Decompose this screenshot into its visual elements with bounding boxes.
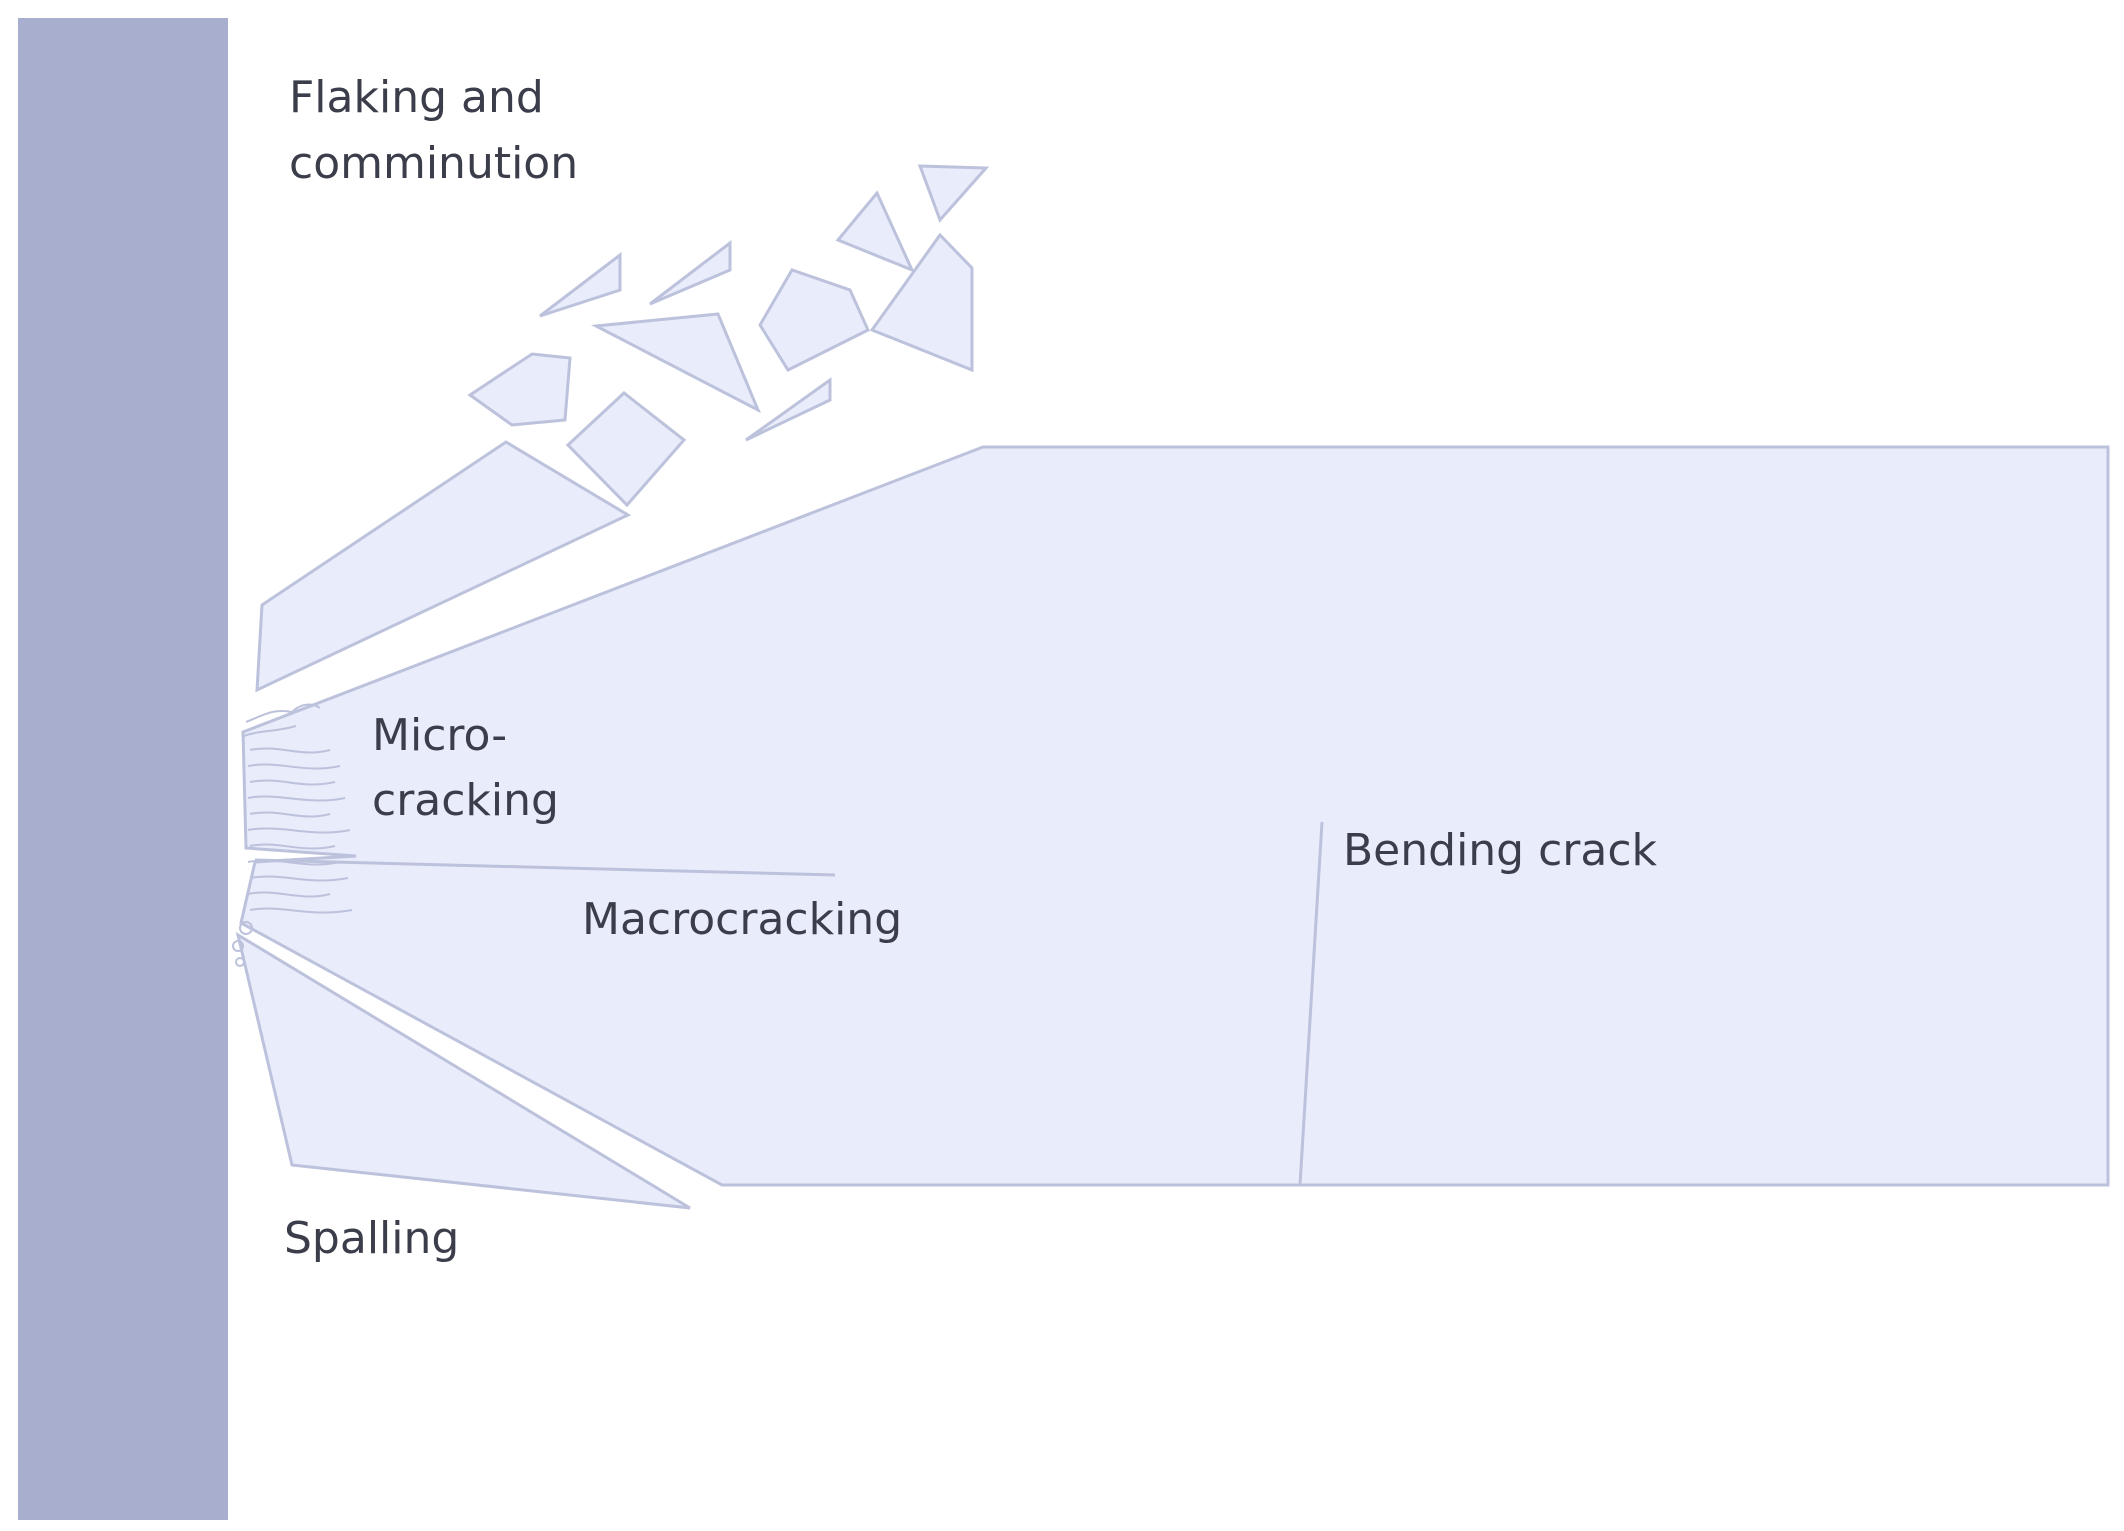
diagram-shapes bbox=[18, 18, 2110, 1520]
ice-fragment bbox=[539, 251, 622, 318]
ice-fragment bbox=[565, 391, 687, 508]
ice-fragment bbox=[649, 239, 732, 306]
ice-fragment bbox=[590, 312, 761, 414]
label-micro-line1: Micro- bbox=[372, 710, 507, 761]
macrocrack-line bbox=[254, 858, 836, 877]
ice-fragment bbox=[917, 164, 990, 223]
label-spalling: Spalling bbox=[284, 1213, 459, 1264]
label-flaking-line1: Flaking and bbox=[289, 72, 544, 123]
flake-wedge bbox=[255, 440, 632, 693]
spall-fragment bbox=[235, 931, 691, 1210]
structure-wall bbox=[18, 18, 228, 1520]
ice-fragment bbox=[745, 377, 832, 442]
ice-sheet bbox=[239, 445, 2110, 1187]
label-macrocracking: Macrocracking bbox=[582, 894, 902, 945]
diagram-labels: Flaking and comminution Micro- cracking … bbox=[284, 72, 1658, 1264]
label-micro-line2: cracking bbox=[372, 775, 559, 826]
ice-fragment bbox=[835, 190, 915, 273]
ice-fragment bbox=[467, 352, 572, 427]
label-bending-crack: Bending crack bbox=[1343, 825, 1658, 876]
ice-fragment bbox=[758, 268, 870, 372]
label-flaking-line2: comminution bbox=[289, 138, 578, 189]
ice-fragment bbox=[869, 232, 974, 373]
bending-crack-line bbox=[1298, 821, 1324, 1186]
